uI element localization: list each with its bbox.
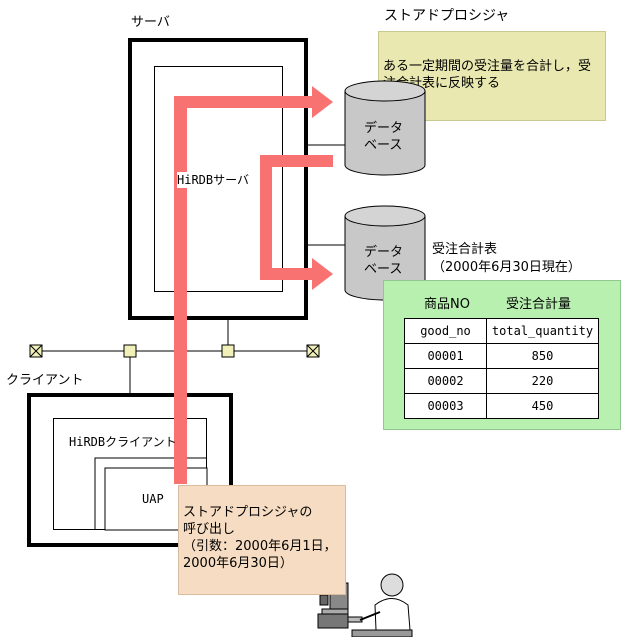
server-node-icon [221,344,235,358]
database-bottom-icon [344,205,426,301]
table-cell: 850 [486,343,599,369]
table-cell: 00002 [404,368,487,394]
call-note-line-4: 2000年6月30日） [183,556,293,571]
table-cell: 450 [486,393,599,419]
order-table-col2-header: 受注合計量 [506,297,572,312]
terminator-left-icon [29,344,43,358]
database-top-icon [344,80,426,176]
update-flow-arrow [260,155,333,290]
server-label: サーバ [131,15,170,30]
hirdb-client-label: HiRDBクライアント [69,435,177,449]
order-table-panel: 商品NO 受注合計量 good_no total_quantity 00001 … [383,280,621,430]
call-note-line-1: ストアドプロシジャの [183,505,313,520]
table-cell: 220 [486,368,599,394]
order-table-subtitle: （2000年6月30日現在） [432,260,581,275]
table-header-cell: total_quantity [486,318,599,344]
order-table-col1-header: 商品NO [424,297,470,312]
order-table-title: 受注合計表 [432,242,498,257]
table-header-cell: good_no [404,318,487,344]
table-row: 00001 850 [404,343,599,369]
database-top-label-2: ベース [364,138,403,153]
uap-label: UAP [142,492,164,506]
call-flow-arrow [174,86,333,484]
database-top-label-1: データ [364,121,404,136]
table-row: 00003 450 [404,393,599,419]
database-bottom-label-1: データ [364,245,404,260]
client-label: クライアント [6,373,84,388]
stored-procedure-label: ストアドプロシジャ [384,8,510,24]
call-note-line-2: 呼び出し [183,522,236,537]
table-cell: 00001 [404,343,487,369]
hirdb-client-divider [94,457,207,530]
terminator-right-icon [306,344,320,358]
table-header-row: good_no total_quantity [404,318,599,344]
database-bottom-label-2: ベース [364,262,403,277]
call-note-line-3: （引数：2000年6月1日， [183,539,337,554]
user-at-computer-icon [317,573,413,637]
call-note: ストアドプロシジャの 呼び出し （引数：2000年6月1日， 2000年6月30… [178,485,346,595]
hirdb-server-label: HiRDBサーバ [177,172,250,188]
order-table: good_no total_quantity 00001 850 00002 2… [404,318,599,419]
table-row: 00002 220 [404,368,599,394]
table-cell: 00003 [404,393,487,419]
client-node-icon [123,344,137,358]
